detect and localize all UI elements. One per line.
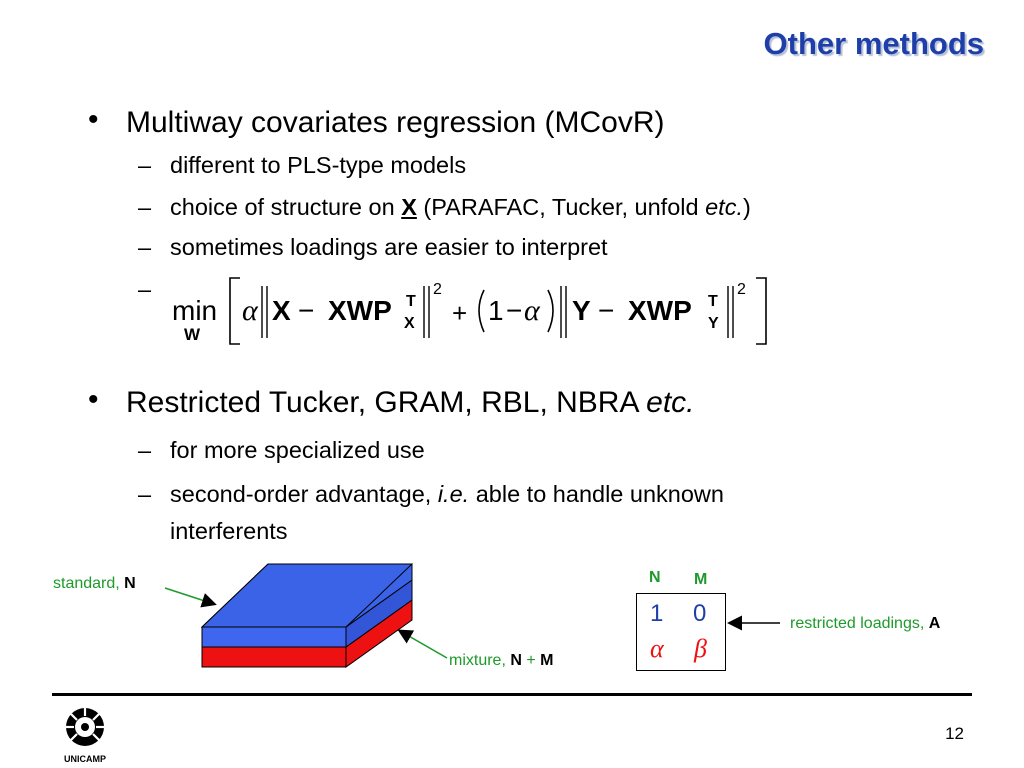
text-italic: i.e. (437, 481, 470, 507)
dash: – (138, 276, 152, 302)
text-italic: etc. (705, 194, 743, 220)
restricted-loadings-label: restricted loadings, A (790, 615, 940, 633)
eq-minus: − (298, 295, 314, 326)
text-part: (PARAFAC, Tucker, unfold (416, 194, 706, 220)
mcovr-equation: min W α X − XWP T X 2 + 1 − α Y − XWP T … (172, 277, 767, 345)
mixture-label: mixture, N + M (449, 652, 553, 670)
eq-plus: + (452, 298, 467, 328)
dash: – (138, 234, 152, 260)
bullet-dot: • (88, 103, 99, 136)
sub-bullet-text: second-order advantage, i.e. able to han… (170, 481, 724, 508)
matrix-cell: 1 (650, 600, 664, 627)
page-number: 12 (945, 724, 964, 743)
eq-x: X (272, 295, 291, 326)
slab-top-face (200, 563, 414, 628)
text-part: ) (743, 194, 751, 220)
eq-minus: − (506, 295, 522, 326)
text-part: Restricted Tucker, GRAM, RBL, NBRA (126, 386, 647, 419)
dash: – (138, 437, 152, 463)
text-part: second-order advantage, (170, 481, 438, 507)
text-bold-x: X (401, 194, 417, 220)
sub-bullet-text: interferents (170, 518, 288, 544)
label-text: mixture, (449, 652, 511, 669)
label-text: restricted loadings, (790, 615, 929, 632)
eq-min: min (172, 295, 217, 326)
label-bold: M (540, 652, 554, 669)
slide-title: Other methods (763, 26, 984, 61)
bullet-text: Restricted Tucker, GRAM, RBL, NBRA etc. (126, 386, 695, 420)
eq-xwp: XWP (628, 295, 692, 326)
text-part: choice of structure on (170, 194, 402, 220)
bullet-dot: • (88, 383, 99, 416)
eq-alpha: α (242, 294, 259, 327)
dash: – (138, 481, 152, 507)
eq-right-paren (547, 289, 554, 333)
sub-bullet-text: different to PLS-type models (170, 152, 467, 178)
eq-squared: 2 (737, 281, 746, 298)
col-label-n: N (649, 569, 661, 586)
text-part: able to handle unknown (469, 481, 724, 507)
eq-sub-y: Y (708, 315, 719, 332)
eq-left-bracket (229, 277, 240, 345)
label-bold: A (928, 615, 941, 632)
matrix-cell: 0 (693, 600, 707, 627)
eq-alpha: α (524, 294, 541, 327)
eq-left-paren (478, 289, 485, 333)
eq-y: Y (572, 295, 591, 326)
eq-min-sub: W (184, 325, 201, 344)
standard-label: standard, N (53, 575, 136, 593)
matrix-cell-alpha: α (650, 634, 664, 663)
matrix-cell-beta: β (694, 634, 707, 663)
restricted-matrix (636, 593, 726, 671)
eq-sub-x: X (404, 315, 415, 332)
label-text: + (521, 652, 541, 669)
sub-bullet-text: choice of structure on X (PARAFAC, Tucke… (170, 194, 751, 221)
slab-diagram (200, 563, 414, 668)
footer-divider (52, 693, 972, 696)
text-italic: etc. (646, 386, 695, 419)
sub-bullet-text: sometimes loadings are easier to interpr… (170, 234, 608, 260)
sub-bullet-continuation: interferents (170, 518, 288, 545)
eq-right-bracket (756, 277, 767, 345)
arrow-standard (164, 587, 217, 608)
bullet-text: Multiway covariates regression (MCovR) (126, 106, 665, 139)
label-bold: N (510, 652, 522, 669)
eq-xwp: XWP (328, 295, 392, 326)
logo-text: UNICAMP (64, 754, 106, 764)
eq-sup-t: T (406, 293, 416, 310)
arrow-mixture (397, 629, 448, 659)
eq-one: 1 (488, 295, 504, 326)
dash: – (138, 194, 152, 220)
col-label-m: M (694, 571, 708, 588)
sub-bullet-text: for more specialized use (170, 437, 425, 463)
unicamp-logo: UNICAMP (64, 708, 106, 764)
eq-minus: − (598, 295, 614, 326)
eq-squared: 2 (433, 281, 442, 298)
label-text: standard, (53, 575, 125, 592)
label-bold: N (124, 575, 136, 592)
dash: – (138, 152, 152, 178)
eq-sup-t: T (708, 293, 718, 310)
